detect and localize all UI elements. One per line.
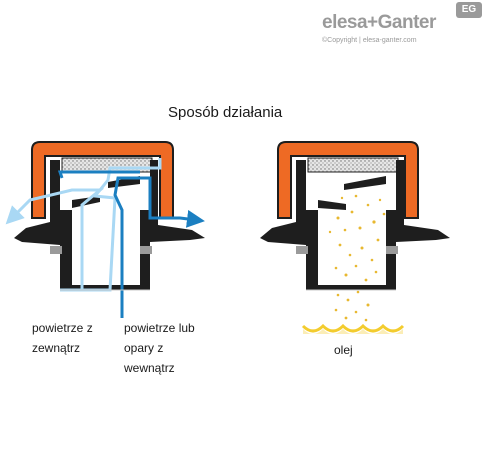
oil-droplets [328,194,386,322]
arrow-inside-air [113,176,205,318]
washer-right-2 [386,246,398,254]
baffle-right-2 [344,176,386,190]
label-inside-air: powietrze lub opary z wewnątrz [124,321,195,375]
label-oil: olej [334,343,353,357]
body-left [14,160,205,290]
baffle-right-1 [318,200,346,210]
filter-left [61,157,153,173]
washer-left-2 [140,246,152,254]
washer-right [296,246,308,254]
oil-waves [301,323,405,333]
brand-copyright: ©Copyright | elesa-ganter.com [322,37,417,44]
body-right [260,160,450,290]
arrow-inside-air-2 [57,170,140,179]
diagram-title: Sposób działania [168,104,283,121]
brand-badge: EG [456,2,482,18]
breather-left [5,141,205,318]
cap-right [277,141,419,219]
label-outside-air: powietrze z zewnątrz [32,321,93,355]
brand-name: elesa+Ganter [322,12,436,33]
arrow-outside-air-in [5,188,105,290]
breather-right [260,141,450,334]
washer-left [50,246,62,254]
brand-logo: elesa+Ganter [322,12,462,36]
filter-right [307,157,399,173]
